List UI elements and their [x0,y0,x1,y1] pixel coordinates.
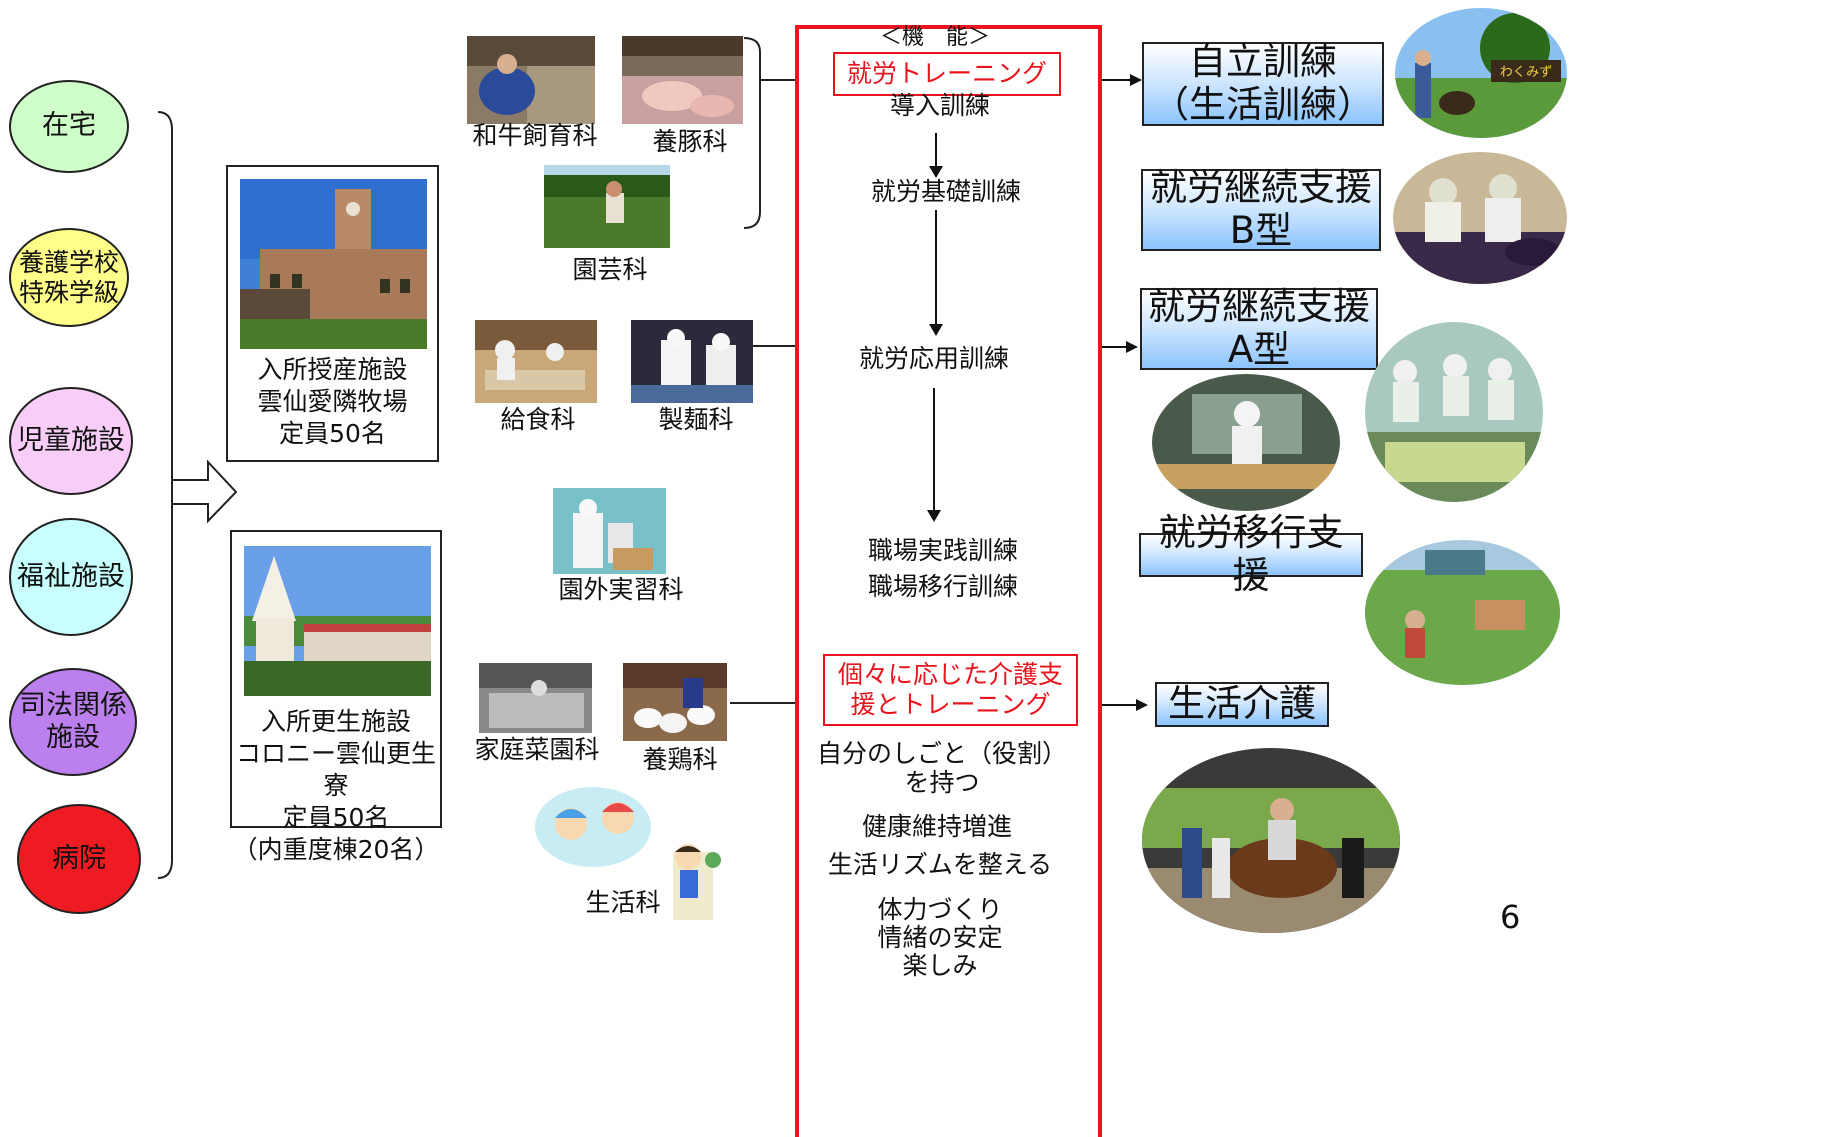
meal-label: 給食科 [500,405,576,434]
page-number: 6 [1500,898,1521,936]
life-illustration [533,782,723,922]
outcome-life-care: 生活介護 [1155,682,1329,727]
farm-sign-text: わくみず [1500,65,1553,80]
outside-photo [553,488,666,574]
field-oval-photo [1365,540,1560,685]
origin-hospital: 病院 [17,804,141,914]
departments-brace [743,37,761,229]
outcome-transition: 就労移行支援 [1139,512,1363,597]
origin-special-school: 養護学校 特殊学級 [9,228,129,327]
farm-oval-photo: わくみず [1395,8,1567,138]
care-item-rhythm: 生活リズムを整える [827,850,1053,879]
pig-photo [622,36,743,124]
facility-label-jusan: 入所授産施設 雲仙愛隣牧場 定員50名 [257,355,408,448]
wagyu-label: 和牛飼育科 [472,121,598,150]
outcome-continuous-a: 就労継続支援 A型 [1140,286,1378,371]
care-item-role: 自分のしごと（役割） を持つ [816,739,1067,797]
care-item-fitness: 体力づくり 情緒の安定 楽しみ [877,895,1003,980]
chicken-label: 養鶏科 [642,745,718,774]
outcome-independence-training: 自立訓練 （生活訓練） [1142,41,1384,126]
origin-home: 在宅 [9,80,129,173]
garden-photo [544,165,670,248]
step-basic: 就労基礎訓練 [870,177,1021,206]
outcome-continuous-b: 就労継続支援 B型 [1141,167,1381,252]
hollow-arrow [171,459,238,524]
life-label: 生活科 [585,888,661,917]
origins-brace [157,111,173,879]
functions-header: ＜機 能＞ [879,25,990,50]
workers-oval-photo [1393,152,1567,284]
colony-photo [244,546,431,696]
noodle-photo [631,320,753,403]
training-box: 就労トレーニング [833,52,1061,96]
garden-label: 園芸科 [572,255,648,284]
factory-oval-photo-1 [1365,322,1543,502]
vegetable-photo [479,663,592,733]
facility-box-kousei: 入所更生施設 コロニー雲仙更生寮 定員50名 （内重度棟20名） [230,530,442,864]
step-intro: 導入訓練 [889,91,990,120]
horse-oval-photo [1142,748,1400,933]
functions-frame [795,25,1102,1137]
chicken-photo [623,663,727,741]
origin-child-facility: 児童施設 [9,387,133,495]
vegetable-label: 家庭菜園科 [474,735,600,764]
facility-box-jusan: 入所授産施設 雲仙愛隣牧場 定員50名 [226,165,439,462]
care-box: 個々に応じた介護支 援とトレーニング [823,654,1078,726]
facility-label-kousei: 入所更生施設 コロニー雲仙更生寮 定員50名 （内重度棟20名） [232,707,440,864]
pig-label: 養豚科 [652,127,728,156]
noodle-label: 製麺科 [658,405,734,434]
building-photo [240,179,427,349]
outside-label: 園外実習科 [558,575,684,604]
factory-oval-photo-2 [1152,374,1340,511]
origin-judicial-facility: 司法関係 施設 [9,668,137,776]
wagyu-photo [467,36,595,124]
meal-photo [475,320,597,403]
step-workplace: 職場実践訓練 職場移行訓練 [867,536,1018,602]
origin-welfare-facility: 福祉施設 [9,518,133,636]
care-item-health: 健康維持増進 [861,812,1012,841]
step-applied: 就労応用訓練 [858,344,1009,373]
